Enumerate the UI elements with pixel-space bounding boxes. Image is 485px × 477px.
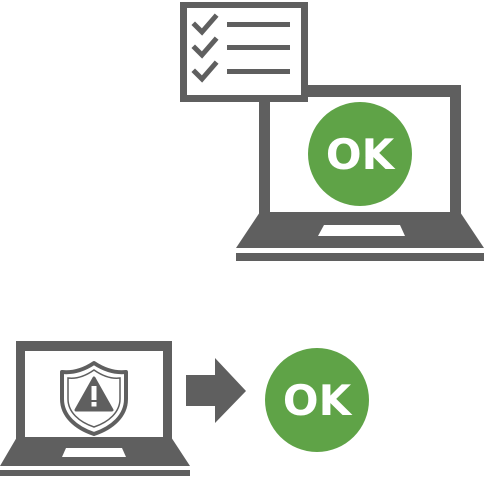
bottom-scene: OK [0, 341, 369, 476]
arrow-right-icon [186, 358, 246, 423]
check-icon [191, 13, 219, 36]
ok-badge-top: OK [308, 102, 412, 206]
checklist-line [227, 45, 290, 50]
checklist-line [227, 22, 290, 27]
ok-badge-bottom: OK [265, 348, 369, 452]
check-icon [191, 36, 219, 59]
checklist-icon [180, 2, 308, 102]
ok-badge-bottom-label: OK [283, 376, 353, 425]
check-icon [191, 60, 219, 83]
checklist-line [227, 69, 290, 74]
top-scene: OK [180, 2, 484, 261]
ok-badge-top-label: OK [326, 130, 396, 179]
shield-warning-icon [60, 361, 128, 436]
